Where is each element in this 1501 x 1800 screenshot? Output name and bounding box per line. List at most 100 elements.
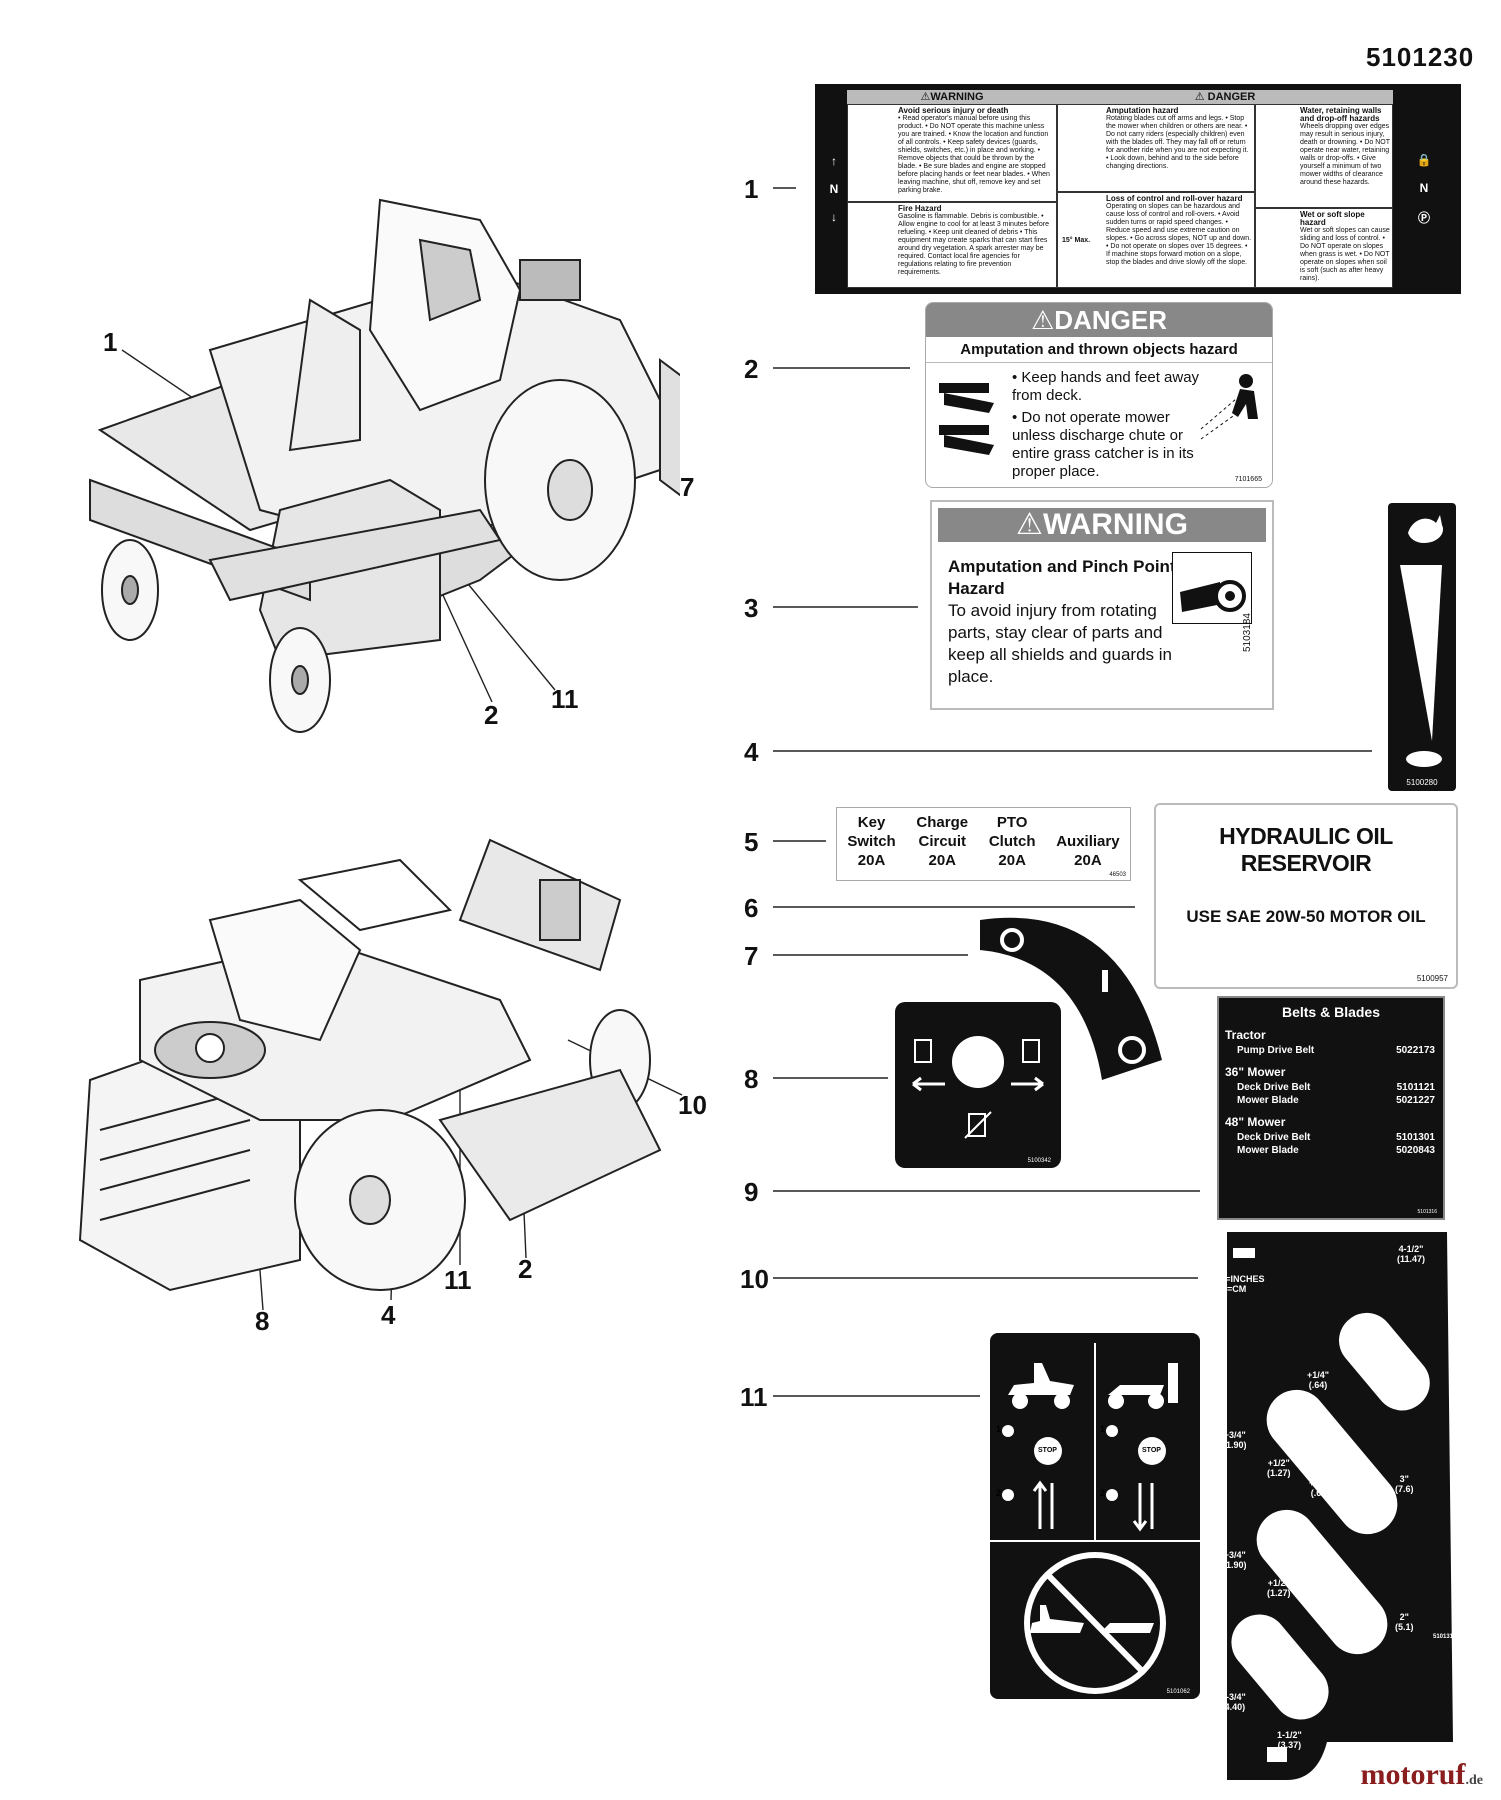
- plus-1-4-b: +1/4" (.64): [1309, 1478, 1332, 1498]
- decal-8-code: 5100342: [1027, 1158, 1051, 1164]
- stop-label-b: STOP: [1142, 1447, 1161, 1454]
- section-tractor: Tractor: [1225, 1028, 1266, 1042]
- step-1-label-a: 1: [996, 1424, 1002, 1434]
- height-3: 3" (7.6): [1395, 1474, 1414, 1494]
- decal-10-cutting-height-gauge: "=INCHES ()=CM 4-1/2" (11.47) 4" (10.2) …: [1207, 1232, 1457, 1782]
- callout-2: 2: [744, 354, 759, 384]
- thrown-objects-icon: [1200, 374, 1258, 440]
- decal-1-left-strip: ↑N↓: [821, 90, 847, 288]
- decal-2-header: ⚠DANGER: [926, 303, 1272, 337]
- decal-2-text: • Keep hands and feet away from deck. • …: [1012, 369, 1200, 480]
- callout-5: 5: [744, 827, 759, 857]
- warning-header: ⚠WARNING: [847, 90, 1057, 105]
- callout-1: 1: [744, 174, 759, 204]
- decal-11-dismount-label: 1 1 STOP STOP 2 2 5101062: [990, 1333, 1200, 1699]
- decal-4-speed-label: 5100280: [1388, 503, 1456, 791]
- document-number: 5101230: [1366, 42, 1475, 72]
- callout-8: 8: [744, 1064, 759, 1094]
- height-4: 4" (10.2): [1391, 1350, 1415, 1370]
- decal-2-danger-label: ⚠DANGER Amputation and thrown objects ha…: [925, 302, 1273, 488]
- callout-6: 6: [744, 893, 759, 923]
- danger-header: ⚠ DANGER: [1057, 90, 1393, 105]
- plus-1-2-a: +1/2" (1.27): [1267, 1458, 1291, 1478]
- decal-3-warning-label: ⚠WARNING Amputation and Pinch Point Haza…: [930, 500, 1274, 710]
- decal-4-code: 5100280: [1406, 778, 1438, 787]
- rabbit-turtle-icon: [1400, 515, 1444, 767]
- mower-top-view-drawing: [89, 198, 680, 733]
- bottom-callout-2: 2: [518, 1254, 533, 1284]
- bottom-callout-8: 8: [255, 1306, 270, 1336]
- callout-4: 4: [744, 737, 759, 767]
- plus-3-4-b: +3/4" (1.90): [1223, 1550, 1247, 1570]
- hydraulic-code: 5100957: [1416, 974, 1448, 983]
- fuel-tank-icons: [912, 1036, 1044, 1139]
- plus-1-2-b: +1/2" (1.27): [1267, 1578, 1291, 1598]
- height-4-1-2: 4-1/2" (11.47): [1397, 1244, 1426, 1264]
- step-2-label-b: 2: [1100, 1488, 1106, 1498]
- plus-1-4-c: +1/4" (.64): [1311, 1598, 1334, 1618]
- decal-2-code: 7101665: [1234, 476, 1262, 483]
- mower-rear-view-drawing: [78, 838, 662, 1292]
- stop-label-a: STOP: [1038, 1447, 1057, 1454]
- callout-11: 11: [740, 1382, 768, 1412]
- height-1-1-2: 1-1/2" (3.37): [1277, 1730, 1302, 1750]
- decal-9-code: 5101316: [1417, 1209, 1437, 1215]
- decal-11-code: 5101062: [1166, 1689, 1190, 1695]
- decal-6-hydraulic-oil: HYDRAULIC OIL RESERVOIR USE SAE 20W-50 M…: [1154, 803, 1458, 989]
- decal-8-fuel-selector: 5100342: [895, 1002, 1061, 1168]
- decal-3-text: Amputation and Pinch Point Hazard To avo…: [948, 557, 1176, 686]
- pinch-point-icon: [1172, 552, 1252, 624]
- bottom-callout-10: 10: [678, 1090, 707, 1120]
- top-callout-7: 7: [680, 472, 695, 502]
- height-gauge-shape: [1227, 1232, 1453, 1780]
- units-label: "=INCHES ()=CM: [1221, 1274, 1265, 1294]
- section-48-mower: 48" Mower: [1225, 1115, 1286, 1129]
- decal-7-ignition-arc: [980, 917, 1162, 1080]
- top-callout-11: 11: [551, 684, 579, 714]
- decal-3-code: 5103184: [1242, 613, 1253, 652]
- plus-3-4-a: +3/4" (1.90): [1223, 1430, 1247, 1450]
- decal-5-code: 46503: [1109, 872, 1126, 878]
- brand-watermark: motoruf.de: [1360, 1758, 1483, 1791]
- top-callout-1: 1: [103, 327, 118, 357]
- top-callout-2: 2: [484, 700, 499, 730]
- step-1-label-b: 1: [1100, 1424, 1106, 1434]
- cell-avoid-injury: Avoid serious injury or death• Read oper…: [847, 104, 1057, 202]
- hydraulic-text: USE SAE 20W-50 MOTOR OIL: [1186, 907, 1426, 926]
- height-2: 2" (5.1): [1395, 1612, 1414, 1632]
- bottom-callout-4: 4: [381, 1300, 396, 1330]
- off-icon: [1000, 928, 1024, 952]
- section-36-mower: 36" Mower: [1225, 1065, 1286, 1079]
- step-2-label-a: 2: [996, 1488, 1002, 1498]
- callout-3: 3: [744, 593, 759, 623]
- decal-2-subtitle: Amputation and thrown objects hazard: [926, 337, 1272, 363]
- plus-1-4-a: +1/4" (.64): [1307, 1370, 1330, 1390]
- belts-title: Belts & Blades: [1281, 1004, 1381, 1020]
- operator-presence-icons: [990, 1343, 1200, 1694]
- on-icon: [1102, 970, 1108, 992]
- hydraulic-title: HYDRAULIC OIL RESERVOIR: [1219, 823, 1393, 876]
- bottom-callout-11: 11: [444, 1265, 472, 1295]
- cell-water-hazard: Water, retaining walls and drop-off haza…: [1255, 104, 1393, 208]
- decal-3-header: ⚠WARNING: [938, 508, 1266, 542]
- decal-10-code: 5101315: [1433, 1634, 1457, 1640]
- callout-9: 9: [744, 1177, 759, 1207]
- callout-7: 7: [744, 941, 759, 971]
